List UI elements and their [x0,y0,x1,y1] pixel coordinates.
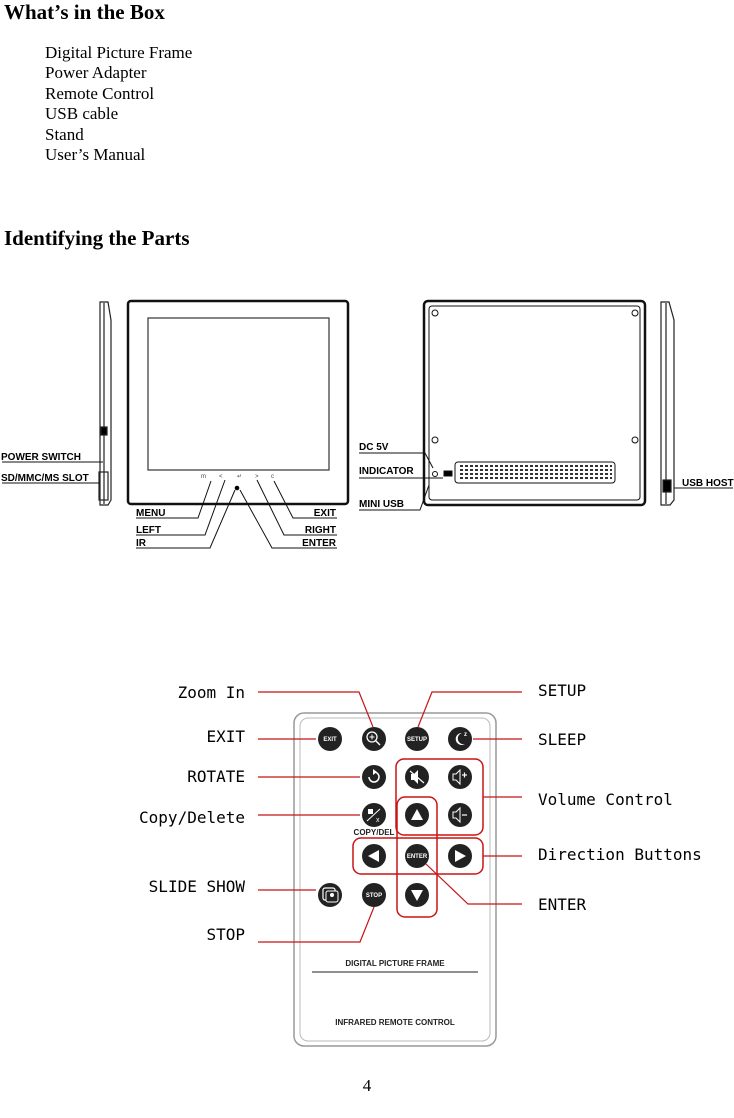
svg-text:↵: ↵ [237,474,242,480]
direction-buttons-label: Direction Buttons [538,845,702,864]
remote-enter-button: ENTER [405,844,429,868]
rotate-icon [362,765,386,789]
svg-text:x: x [376,817,380,824]
slide-show-label: SLIDE SHOW [149,877,246,896]
mute-icon [405,765,429,789]
left-arrow-icon [362,844,386,868]
remote-brand-text: DIGITAL PICTURE FRAME [345,959,445,968]
stop-label: STOP [206,925,245,944]
list-item: Digital Picture Frame [45,43,193,62]
copy-del-caption: COPY/DEL [354,828,395,837]
box-contents-list: Digital Picture Frame Power Adapter Remo… [45,43,192,165]
down-arrow-icon [405,883,429,907]
list-item: Stand [45,124,84,144]
zoom-in-icon [362,727,386,751]
page-number: 4 [362,1076,372,1095]
volume-group-highlight [395,758,484,836]
copy-delete-label: Copy/Delete [139,808,245,827]
list-item: USB cable [45,104,119,124]
list-item: Power Adapter [45,63,147,83]
right-arrow-icon [448,844,472,868]
svg-text:STOP: STOP [366,893,382,899]
vertical-direction-highlight [396,796,438,918]
remote-setup-button: SETUP [405,727,429,751]
menu-label: MENU [136,508,165,519]
remote-sub-text: INFRARED REMOTE CONTROL [335,1018,455,1027]
exit-remote-label: EXIT [206,727,245,746]
frame-side-view-right [660,301,675,506]
frame-front-view: m < ↵ > c [126,299,350,506]
power-switch-label: POWER SWITCH [1,452,81,463]
usb-host-label: USB HOST [682,478,734,489]
remote-stop-button: STOP [362,883,386,907]
svg-text:c: c [271,474,274,480]
box-heading: What’s in the Box [4,0,165,24]
frame-diagram: m < ↵ > c [1,299,734,549]
volume-down-icon [448,803,472,827]
dc-5v-label: DC 5V [359,442,389,453]
list-item: Remote Control [45,83,155,103]
svg-text:EXIT: EXIT [323,737,337,743]
up-arrow-icon [405,803,429,827]
sleep-moon-icon: z [448,727,472,751]
enter-label: ENTER [302,538,337,549]
frame-back-view [422,299,647,507]
card-slot-label: SD/MMC/MS SLOT [1,473,89,484]
enter-remote-label: ENTER [538,895,587,914]
remote-body [293,712,497,1047]
copy-delete-icon: x [362,803,386,827]
parts-heading: Identifying the Parts [4,226,190,250]
svg-text:<: < [219,474,223,480]
frame-side-view-left [98,301,112,506]
mini-usb-label: MINI USB [359,499,404,510]
remote-exit-button: EXIT [318,727,342,751]
exit-label: EXIT [314,508,336,519]
list-item: User’s Manual [45,145,146,165]
svg-text:z: z [464,732,467,738]
right-label: RIGHT [305,525,336,536]
setup-label: SETUP [538,681,586,700]
svg-text:m: m [201,474,206,480]
svg-text:SETUP: SETUP [407,737,427,743]
direction-group-highlight [352,837,484,875]
sleep-label: SLEEP [538,730,586,749]
indicator-label: INDICATOR [359,466,414,477]
svg-text:>: > [255,474,259,480]
volume-control-label: Volume Control [538,790,673,809]
ir-label: IR [136,538,147,549]
left-label: LEFT [136,525,161,536]
slide-show-icon [318,883,342,907]
zoom-in-label: Zoom In [178,683,245,702]
svg-text:ENTER: ENTER [407,854,428,860]
volume-up-icon [448,765,472,789]
rotate-label: ROTATE [187,767,245,786]
